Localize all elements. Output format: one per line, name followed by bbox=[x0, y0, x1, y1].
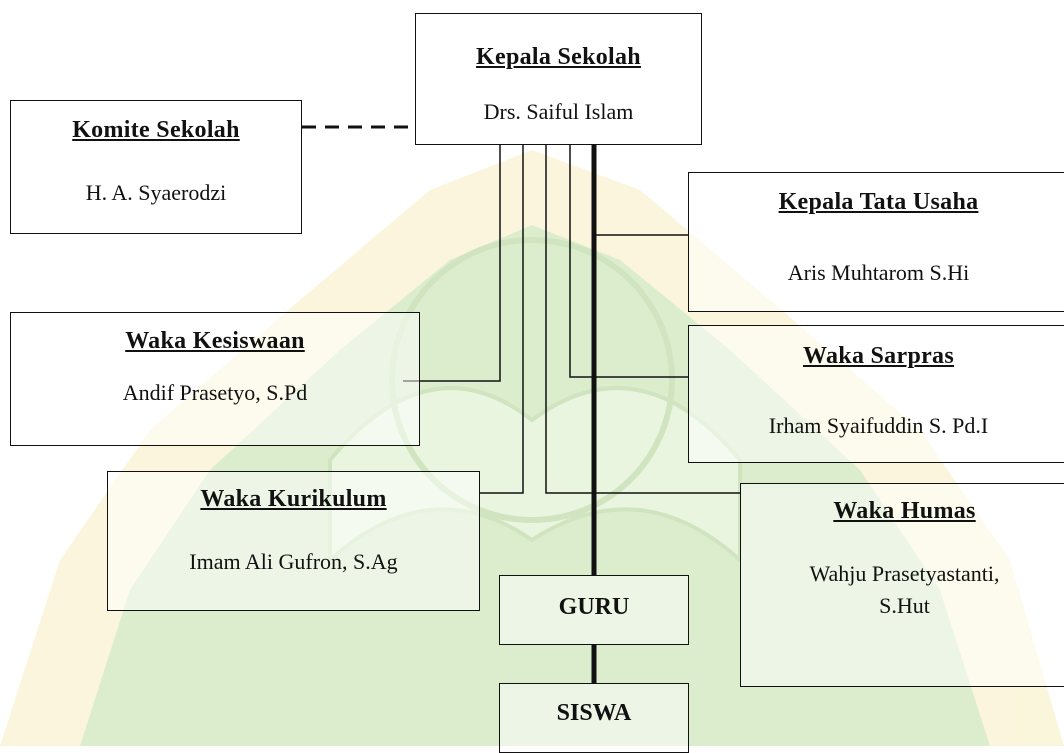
connector-kesiswaan bbox=[403, 145, 501, 382]
node-name: Imam Ali Gufron, S.Ag bbox=[189, 549, 398, 574]
node-waka-humas: Waka Humas Wahju Prasetyastanti, S.Hut bbox=[740, 483, 1064, 687]
node-waka-kesiswaan: Waka Kesiswaan Andif Prasetyo, S.Pd bbox=[10, 312, 420, 446]
node-title: GURU bbox=[558, 594, 630, 620]
node-title: Waka Kurikulum bbox=[200, 486, 387, 512]
node-title: SISWA bbox=[556, 700, 632, 726]
node-komite-sekolah: Komite Sekolah H. A. Syaerodzi bbox=[10, 100, 302, 234]
node-siswa: SISWA bbox=[499, 683, 689, 753]
node-kepala-sekolah: Kepala Sekolah Drs. Saiful Islam bbox=[415, 13, 702, 145]
node-name: Irham Syaifuddin S. Pd.I bbox=[768, 413, 989, 438]
connector-kurikulum bbox=[480, 145, 524, 494]
node-title: Waka Humas bbox=[833, 498, 976, 524]
node-title: Waka Sarpras bbox=[803, 343, 954, 369]
node-name: Aris Muhtarom S.Hi bbox=[787, 260, 970, 285]
node-name: Andif Prasetyo, S.Pd bbox=[122, 380, 308, 405]
connector-sarpras bbox=[569, 145, 688, 378]
node-title: Kepala Tata Usaha bbox=[778, 189, 979, 215]
node-name-line1: Wahju Prasetyastanti, bbox=[809, 561, 1000, 586]
node-kepala-tata-usaha: Kepala Tata Usaha Aris Muhtarom S.Hi bbox=[688, 172, 1064, 312]
connector-humas bbox=[545, 145, 740, 494]
node-name-line2: S.Hut bbox=[879, 593, 930, 618]
node-name: Drs. Saiful Islam bbox=[483, 99, 634, 124]
node-guru: GURU bbox=[499, 575, 689, 645]
node-title: Komite Sekolah bbox=[72, 117, 240, 143]
node-name: H. A. Syaerodzi bbox=[85, 180, 227, 205]
node-title: Waka Kesiswaan bbox=[125, 328, 305, 354]
node-title: Kepala Sekolah bbox=[476, 44, 641, 70]
node-waka-kurikulum: Waka Kurikulum Imam Ali Gufron, S.Ag bbox=[107, 471, 480, 611]
node-waka-sarpras: Waka Sarpras Irham Syaifuddin S. Pd.I bbox=[688, 325, 1064, 463]
